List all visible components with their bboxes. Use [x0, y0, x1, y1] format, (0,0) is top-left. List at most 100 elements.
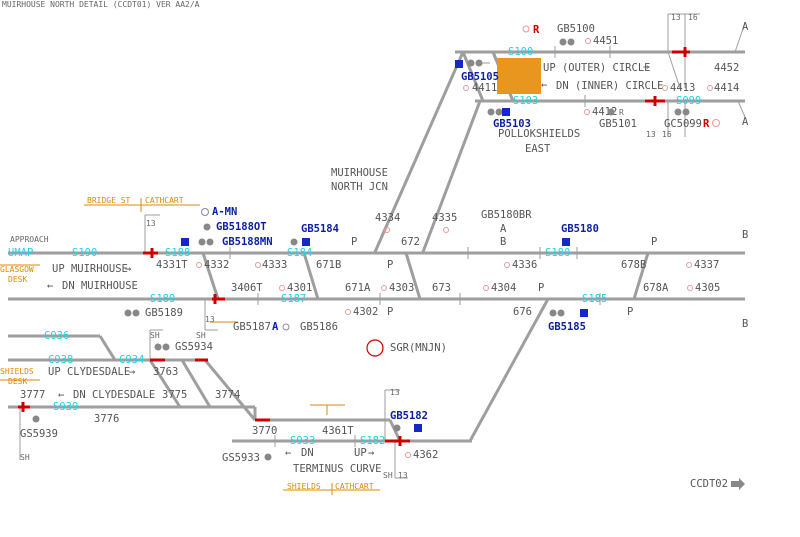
- berth-s190[interactable]: S190: [72, 247, 97, 259]
- junction-link-up: [373, 51, 465, 253]
- svg-text:A: A: [742, 116, 749, 128]
- route-marker-r-top[interactable]: R: [533, 24, 540, 36]
- signal-gb5184[interactable]: GB5184: [301, 223, 339, 235]
- label-up-muirhouse: UP MUIRHOUSE: [52, 263, 128, 275]
- signal-indicators: [181, 60, 588, 432]
- svg-text:P: P: [538, 282, 544, 294]
- boundary-shields-desk: DESK: [8, 377, 27, 386]
- berth-s100[interactable]: S100: [508, 46, 533, 58]
- label-approach: APPROACH: [10, 235, 49, 244]
- svg-text:16: 16: [662, 130, 672, 139]
- svg-text:16: 16: [688, 13, 698, 22]
- svg-text:P: P: [387, 306, 393, 318]
- svg-text:4302: 4302: [353, 306, 378, 318]
- svg-text:4413: 4413: [670, 82, 695, 94]
- track-dividers: [229, 46, 611, 447]
- signal-heads: [32, 38, 690, 461]
- signal-gb5188mn[interactable]: GB5188MN: [222, 236, 273, 248]
- next-page-button[interactable]: CCDT02: [690, 478, 745, 490]
- boundary-cathcart-bottom: CATHCART: [335, 482, 374, 491]
- boundary-glasgow-desk: DESK: [8, 275, 27, 284]
- label-terminus-curve: TERMINUS CURVE: [293, 463, 382, 475]
- svg-text:4334: 4334: [375, 212, 400, 224]
- svg-text:P: P: [351, 236, 357, 248]
- signal-gb5189[interactable]: GB5189: [145, 307, 183, 319]
- signal-gb5100[interactable]: GB5100: [557, 23, 595, 35]
- signal-gb5180[interactable]: GB5180: [561, 223, 599, 235]
- svg-text:SH: SH: [196, 331, 206, 340]
- signal-gs5934[interactable]: GS5934: [175, 341, 213, 353]
- berth-s185[interactable]: S185: [582, 293, 607, 305]
- svg-text:B: B: [742, 229, 748, 241]
- label-dn-inner-circle: DN (INNER) CIRCLE: [556, 80, 663, 92]
- svg-text:13: 13: [390, 388, 400, 397]
- location-pollokshields: POLLOKSHIELDS: [498, 128, 580, 140]
- boundary-cathcart-top: CATHCART: [145, 196, 184, 205]
- route-set-layer: [18, 47, 690, 446]
- berth-s180[interactable]: S180: [545, 247, 570, 259]
- occupied-track-block[interactable]: [497, 58, 541, 94]
- svg-text:671B: 671B: [316, 259, 341, 271]
- label-up-clydesdale: UP CLYDESDALE: [48, 366, 130, 378]
- svg-text:671A: 671A: [345, 282, 371, 294]
- location-pollokshields-east: EAST: [525, 143, 551, 155]
- svg-text:13: 13: [146, 219, 156, 228]
- svg-text:4414: 4414: [714, 82, 739, 94]
- svg-text:→: →: [125, 263, 131, 275]
- signal-gs5933[interactable]: GS5933: [222, 452, 260, 464]
- berth-c936[interactable]: C936: [44, 330, 69, 342]
- signal-gb5105[interactable]: GB5105: [461, 71, 499, 83]
- svg-text:4305: 4305: [695, 282, 720, 294]
- signal-gb5101[interactable]: GB5101: [599, 118, 637, 130]
- svg-text:→: →: [129, 366, 135, 378]
- svg-text:4331T: 4331T: [156, 259, 188, 271]
- boundary-shields-bottom: SHIELDS: [287, 482, 321, 491]
- berth-s939[interactable]: S939: [53, 401, 78, 413]
- svg-text:4333: 4333: [262, 259, 287, 271]
- berth-s188[interactable]: S188: [165, 247, 190, 259]
- boundary-glasgow: GLASGOW: [0, 265, 34, 274]
- signal-gb5185[interactable]: GB5185: [548, 321, 586, 333]
- signal-gb5103[interactable]: GB5103: [493, 118, 531, 130]
- signal-gb5186[interactable]: GB5186: [300, 321, 338, 333]
- signal-gb5187[interactable]: GB5187: [233, 321, 271, 333]
- route-marker-r-bottom[interactable]: R: [703, 118, 710, 130]
- berth-s099[interactable]: S099: [676, 95, 701, 107]
- berth-s189[interactable]: S189: [150, 293, 175, 305]
- svg-text:13: 13: [398, 471, 408, 480]
- signal-gb5180br[interactable]: GB5180BR: [481, 209, 532, 221]
- svg-text:4304: 4304: [491, 282, 516, 294]
- berth-s933[interactable]: S933: [290, 435, 315, 447]
- svg-text:←: ←: [58, 389, 64, 401]
- location-muirhouse: MUIRHOUSE: [331, 167, 388, 179]
- track-676-diagonal: [468, 298, 550, 442]
- berth-s182[interactable]: S182: [360, 435, 385, 447]
- boundary-shields: SHIELDS: [0, 367, 34, 376]
- svg-text:A: A: [500, 223, 507, 235]
- berth-s184[interactable]: S184: [287, 247, 312, 259]
- svg-text:13: 13: [671, 13, 681, 22]
- svg-text:3763: 3763: [153, 366, 178, 378]
- berth-s187[interactable]: S187: [281, 293, 306, 305]
- svg-text:SH: SH: [150, 331, 160, 340]
- svg-text:←: ←: [541, 79, 547, 91]
- signal-gc5099[interactable]: GC5099: [664, 118, 702, 130]
- berth-s103[interactable]: S103: [513, 95, 538, 107]
- signal-gb5182[interactable]: GB5182: [390, 410, 428, 422]
- svg-text:4336: 4336: [512, 259, 537, 271]
- berth-umap[interactable]: UMAP: [8, 247, 33, 259]
- signal-a-mn[interactable]: A-MN: [212, 206, 237, 218]
- svg-text:3774: 3774: [215, 389, 240, 401]
- berth-c938[interactable]: C938: [48, 354, 73, 366]
- svg-text:678A: 678A: [643, 282, 669, 294]
- berth-c934[interactable]: C934: [119, 354, 144, 366]
- track-layer: [8, 13, 746, 479]
- signal-gs5939[interactable]: GS5939: [20, 428, 58, 440]
- svg-text:673: 673: [432, 282, 451, 294]
- svg-text:4337: 4337: [694, 259, 719, 271]
- svg-text:4452: 4452: [714, 62, 739, 74]
- svg-text:→: →: [368, 447, 374, 459]
- signal-gb5188ot[interactable]: GB5188OT: [216, 221, 267, 233]
- sgr-indicator-icon[interactable]: [366, 339, 384, 357]
- label-dn-muirhouse: DN MUIRHOUSE: [62, 280, 138, 292]
